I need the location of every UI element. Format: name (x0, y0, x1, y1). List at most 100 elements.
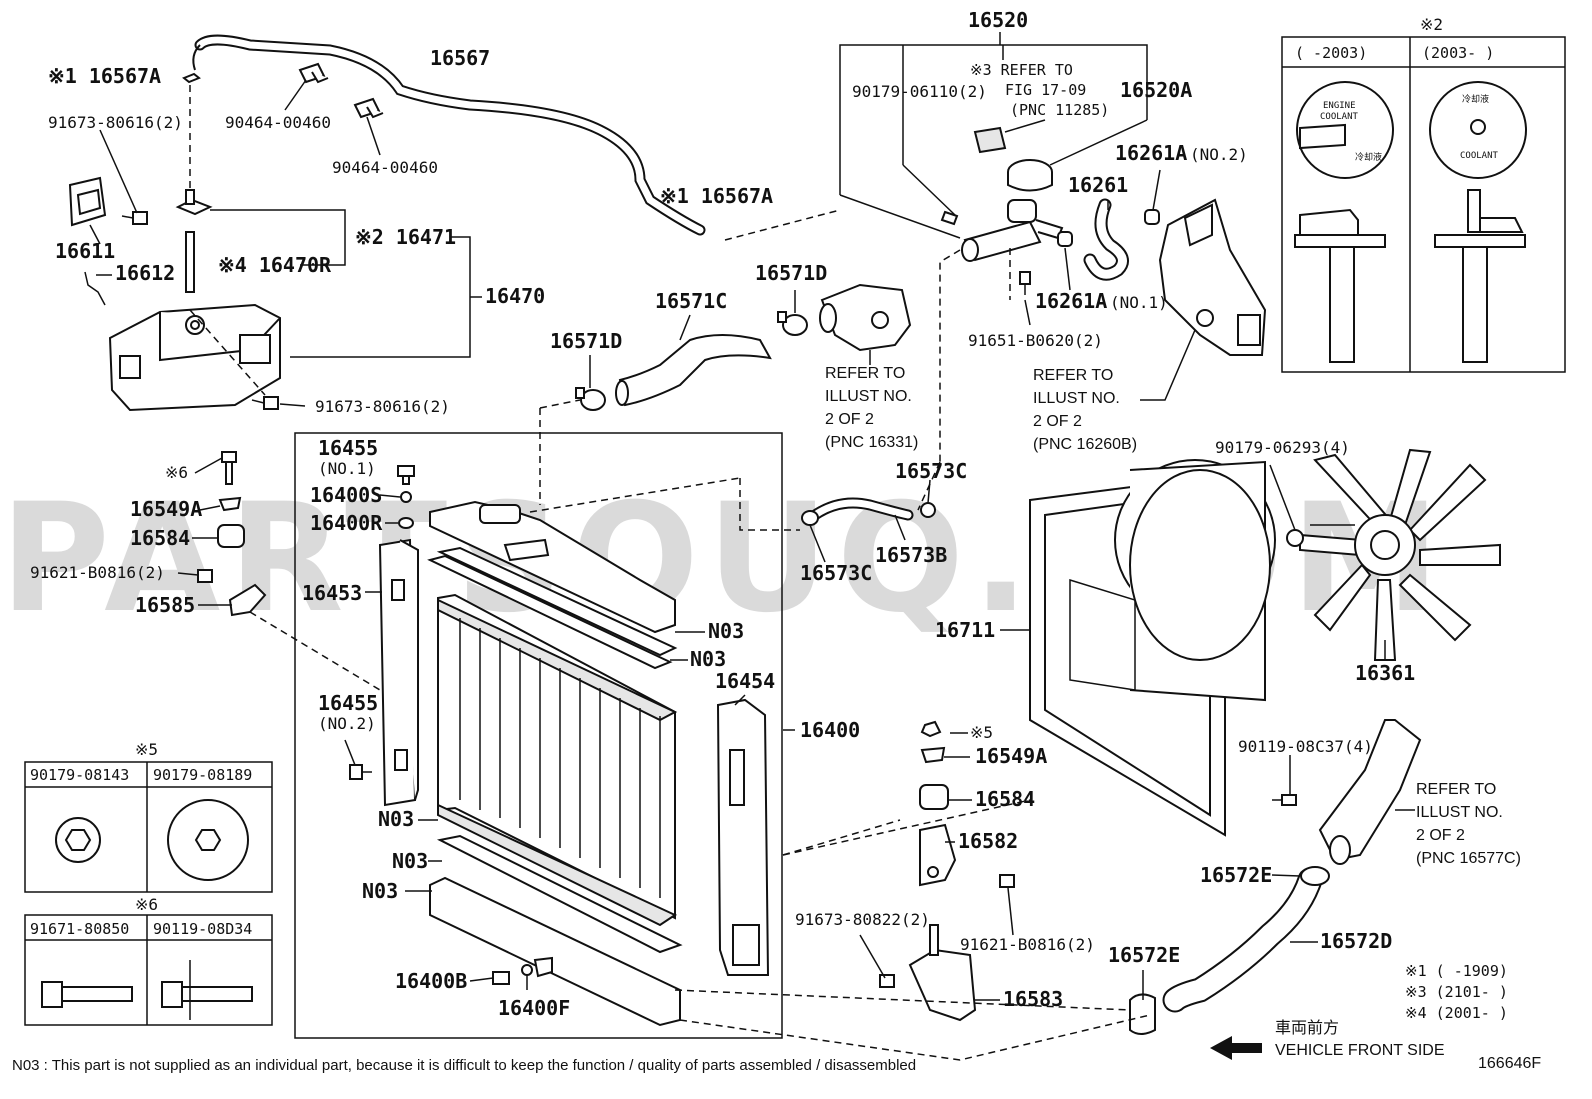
label-16573B[interactable]: 16573B (875, 543, 947, 567)
reservoir-tank-16470[interactable] (108, 303, 281, 412)
cushion-16549A-left[interactable] (218, 496, 242, 512)
cushion-16549A-mid[interactable] (920, 746, 946, 764)
label-91673-80616-top[interactable]: 91673-80616(2) (48, 113, 183, 132)
hook-16612[interactable] (84, 271, 106, 306)
label-16400S[interactable]: 16400S (310, 483, 382, 507)
clamp-16261A-no1[interactable] (1057, 231, 1073, 247)
bolt-91651-B0620[interactable] (1019, 271, 1031, 295)
label-16400R[interactable]: 16400R (310, 511, 383, 535)
label-91651-B0620[interactable]: 91651-B0620(2) (968, 331, 1103, 350)
label-16455-no1[interactable]: 16455 (318, 436, 378, 460)
bolt-91671-left[interactable] (221, 451, 237, 485)
bracket-16611[interactable] (68, 176, 107, 227)
label-n03-1[interactable]: N03 (708, 619, 744, 643)
bolt-16455-no2[interactable] (349, 764, 372, 780)
hose-16571C[interactable] (615, 334, 772, 407)
label-91621-left[interactable]: 91621-B0816(2) (30, 563, 165, 582)
label-16520A[interactable]: 16520A (1120, 78, 1192, 102)
bolt-90179-06293[interactable] (1286, 529, 1304, 547)
label-16584-mid[interactable]: 16584 (975, 787, 1035, 811)
cap-16520A[interactable] (1007, 159, 1053, 192)
box6-col2[interactable]: 90119-08D34 (153, 920, 252, 938)
label-16453[interactable]: 16453 (302, 581, 362, 605)
label-n03-4[interactable]: N03 (392, 849, 428, 873)
label-91673-80616-bottom[interactable]: 91673-80616(2) (315, 397, 450, 416)
label-16571D-b[interactable]: 16571D (755, 261, 827, 285)
label-n03-5[interactable]: N03 (362, 879, 398, 903)
hose-16567[interactable] (192, 34, 706, 236)
label-16454[interactable]: 16454 (715, 669, 775, 693)
box5-col2[interactable]: 90179-08189 (153, 766, 252, 784)
clamp-16573C-right[interactable] (920, 502, 936, 518)
label-16361[interactable]: 16361 (1355, 661, 1415, 685)
hose-16573B[interactable] (809, 497, 914, 521)
label-16549A-mid[interactable]: 16549A (975, 744, 1047, 768)
label-16567[interactable]: 16567 (430, 46, 490, 70)
label-16572E-a[interactable]: 16572E (1200, 863, 1272, 887)
label-16584-left[interactable]: 16584 (130, 526, 190, 550)
label-16573C-a[interactable]: 16573C (895, 459, 967, 483)
label-16567A-mid[interactable]: ※1 16567A (660, 184, 773, 208)
gasket-16400R[interactable] (398, 517, 414, 529)
cushion-16584-left[interactable] (217, 524, 245, 548)
label-16567A-top[interactable]: ※1 16567A (48, 64, 161, 88)
clip-90464-a[interactable] (298, 62, 329, 84)
label-16261A-no1[interactable]: 16261A (1035, 289, 1107, 313)
clamp-16261A-no2[interactable] (1144, 209, 1160, 225)
label-16261A-no2[interactable]: 16261A (1115, 141, 1187, 165)
label-16612[interactable]: 16612 (115, 261, 175, 285)
label-90464-b[interactable]: 90464-00460 (332, 158, 438, 177)
label-16470[interactable]: 16470 (485, 284, 545, 308)
bolt-91621-left[interactable] (197, 569, 213, 583)
label-16583[interactable]: 16583 (1003, 987, 1063, 1011)
bolt-91673-80822[interactable] (879, 974, 895, 988)
filler-neck-16520[interactable] (961, 199, 1064, 262)
label-16455-no2[interactable]: 16455 (318, 691, 378, 715)
cooling-fan-16361[interactable] (1299, 448, 1501, 661)
cushion-16584-mid[interactable] (919, 784, 949, 810)
label-16549A-left[interactable]: 16549A (130, 497, 202, 521)
side-bracket-16454[interactable] (716, 698, 770, 976)
bracket-16585[interactable] (228, 583, 267, 617)
label-16400B[interactable]: 16400B (395, 969, 467, 993)
label-90119-08C37[interactable]: 90119-08C37(4) (1238, 737, 1373, 756)
label-16573C-b[interactable]: 16573C (800, 561, 872, 585)
clip-16567A-top[interactable] (182, 72, 201, 84)
clamp-16572E-top[interactable] (1300, 866, 1330, 886)
label-16400[interactable]: 16400 (800, 718, 860, 742)
label-16470R[interactable]: ※4 16470R (218, 253, 332, 277)
box5-col1[interactable]: 90179-08143 (30, 766, 129, 784)
bolt-91673-top[interactable] (121, 211, 148, 225)
bolt-91621-mid[interactable] (999, 874, 1015, 888)
label-16611[interactable]: 16611 (55, 239, 115, 263)
clamp-16571D-b[interactable] (777, 311, 808, 336)
clip-90464-b[interactable] (353, 97, 384, 119)
nut-5-mid[interactable] (920, 720, 942, 738)
drain-plug-16400F[interactable] (521, 964, 533, 976)
support-16583[interactable] (908, 924, 977, 1022)
bolt-90179-06110[interactable] (940, 210, 959, 226)
clamp-16571D-a[interactable] (575, 387, 606, 411)
label-91621-mid[interactable]: 91621-B0816(2) (960, 935, 1095, 954)
bolt-91673-bottom[interactable] (251, 396, 279, 410)
label-90179-06293[interactable]: 90179-06293(4) (1215, 438, 1350, 457)
drain-cock-16400B[interactable] (492, 971, 510, 985)
label-16711[interactable]: 16711 (935, 618, 995, 642)
label-16572E-b[interactable]: 16572E (1108, 943, 1180, 967)
bolt-16455-no1[interactable] (397, 465, 415, 485)
hose-16261[interactable] (1083, 198, 1129, 281)
label-n03-3[interactable]: N03 (378, 807, 414, 831)
box6-col1[interactable]: 91671-80850 (30, 920, 129, 938)
label-16471[interactable]: ※2 16471 (355, 225, 456, 249)
label-16585[interactable]: 16585 (135, 593, 195, 617)
tube-16470R[interactable] (185, 231, 195, 293)
cap-16471[interactable] (175, 189, 213, 216)
label-n03-2[interactable]: N03 (690, 647, 726, 671)
label-91673-80822[interactable]: 91673-80822(2) (795, 910, 930, 929)
label-16571C[interactable]: 16571C (655, 289, 727, 313)
label-16571D-a[interactable]: 16571D (550, 329, 622, 353)
label-90179-06110[interactable]: 90179-06110(2) (852, 82, 987, 101)
bolt-90119-08C37[interactable] (1272, 794, 1297, 806)
clamp-16572E-bottom[interactable] (1129, 993, 1156, 1035)
clamp-16573C-left[interactable] (801, 510, 819, 526)
